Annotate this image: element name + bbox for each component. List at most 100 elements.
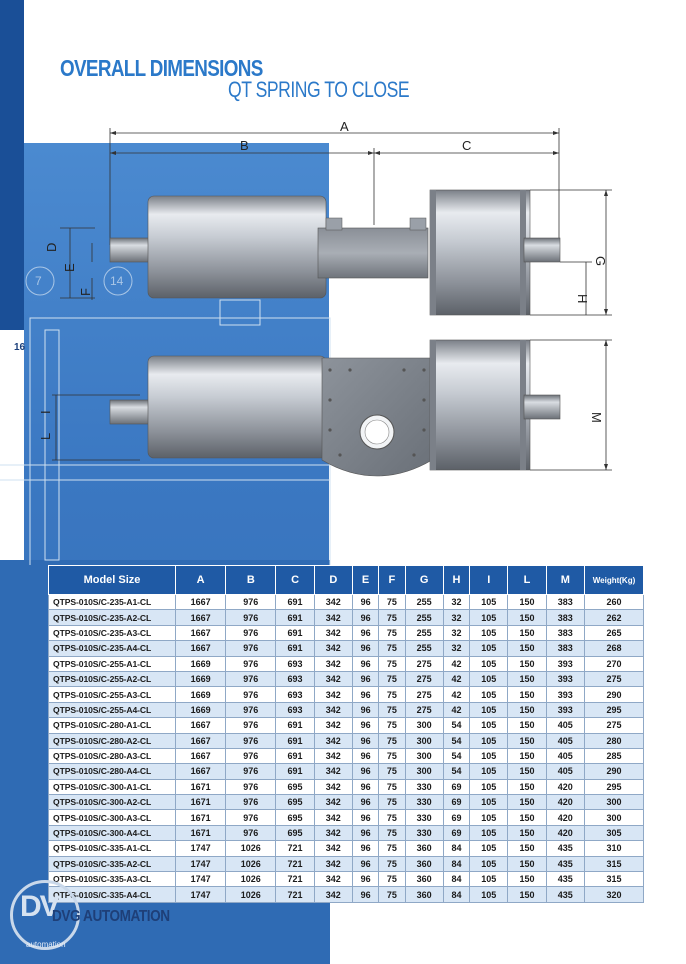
table-cell: 69 [442, 778, 471, 796]
table-cell: 54 [442, 763, 471, 780]
table-cell: 1667 [174, 609, 227, 626]
table-cell: 342 [313, 717, 353, 734]
table-cell: 693 [275, 701, 315, 719]
header-m: M [545, 565, 586, 595]
table-cell: 435 [545, 886, 586, 903]
header-h: H [442, 565, 471, 595]
table-cell: 383 [545, 640, 586, 657]
header-d: D [313, 565, 353, 595]
table-cell: 96 [351, 701, 380, 719]
table-cell: 75 [378, 609, 406, 626]
header-e: E [351, 565, 380, 595]
table-cell: 1747 [174, 855, 227, 873]
table-cell: 150 [507, 778, 547, 796]
table-cell: 1747 [174, 871, 227, 888]
table-cell: 150 [507, 593, 547, 611]
table-cell: 315 [584, 855, 644, 873]
table-cell: 105 [469, 747, 509, 765]
table-cell: 75 [378, 655, 406, 672]
table-cell: 75 [378, 886, 406, 903]
table-cell: 693 [275, 686, 315, 703]
table-cell: 255 [404, 609, 444, 626]
table-cell: 342 [313, 840, 353, 857]
table-cell: 693 [275, 655, 315, 672]
table-cell: 75 [378, 732, 406, 749]
table-cell: 295 [584, 701, 644, 719]
table-cell: 976 [225, 794, 277, 811]
table-cell: 84 [442, 840, 471, 857]
table-cell: 435 [545, 871, 586, 888]
model-size-cell: QTPS-010S/C-255-A2-CL [48, 670, 176, 688]
table-cell: 96 [351, 670, 380, 688]
dimension-arrows [110, 131, 608, 470]
table-cell: 150 [507, 763, 547, 780]
table-cell: 275 [404, 701, 444, 719]
table-cell: 691 [275, 732, 315, 749]
table-cell: 1667 [174, 640, 227, 657]
table-cell: 275 [584, 717, 644, 734]
table-cell: 691 [275, 747, 315, 765]
table-cell: 976 [225, 609, 277, 626]
table-cell: 105 [469, 871, 509, 888]
table-cell: 75 [378, 624, 406, 642]
table-cell: 342 [313, 624, 353, 642]
table-cell: 96 [351, 840, 380, 857]
table-cell: 275 [404, 655, 444, 672]
table-cell: 275 [584, 670, 644, 688]
table-cell: 96 [351, 655, 380, 672]
table-cell: 330 [404, 824, 444, 842]
table-cell: 105 [469, 686, 509, 703]
table-cell: 342 [313, 732, 353, 749]
table-cell: 275 [404, 670, 444, 688]
table-cell: 105 [469, 763, 509, 780]
table-cell: 405 [545, 763, 586, 780]
table-cell: 84 [442, 886, 471, 903]
table-cell: 96 [351, 609, 380, 626]
header-weight: Weight(Kg) [584, 565, 644, 595]
page-title: OVERALL DIMENSIONS [60, 55, 263, 81]
table-cell: 695 [275, 824, 315, 842]
table-cell: 32 [442, 624, 471, 642]
table-cell: 1669 [174, 655, 227, 672]
table-cell: 32 [442, 609, 471, 626]
table-cell: 695 [275, 809, 315, 826]
table-cell: 75 [378, 640, 406, 657]
table-cell: 150 [507, 732, 547, 749]
table-cell: 360 [404, 871, 444, 888]
table-cell: 105 [469, 840, 509, 857]
table-cell: 96 [351, 763, 380, 780]
table-cell: 105 [469, 717, 509, 734]
table-cell: 342 [313, 824, 353, 842]
table-cell: 255 [404, 624, 444, 642]
dim-label-i: I [38, 410, 53, 414]
table-cell: 150 [507, 809, 547, 826]
table-cell: 342 [313, 609, 353, 626]
table-cell: 105 [469, 778, 509, 796]
table-cell: 96 [351, 732, 380, 749]
dim-label-a: A [340, 119, 349, 134]
header-b: B [225, 565, 277, 595]
table-cell: 383 [545, 593, 586, 611]
table-cell: 75 [378, 686, 406, 703]
model-size-cell: QTPS-010S/C-335-A3-CL [48, 871, 176, 888]
table-cell: 96 [351, 624, 380, 642]
table-cell: 420 [545, 809, 586, 826]
table-cell: 42 [442, 686, 471, 703]
dim-label-m: M [589, 412, 604, 423]
table-cell: 54 [442, 732, 471, 749]
table-cell: 342 [313, 794, 353, 811]
table-cell: 976 [225, 655, 277, 672]
logo-circle [10, 880, 80, 950]
table-cell: 96 [351, 824, 380, 842]
table-cell: 330 [404, 778, 444, 796]
table-cell: 691 [275, 593, 315, 611]
table-cell: 255 [404, 640, 444, 657]
table-cell: 976 [225, 670, 277, 688]
dim-label-g: G [593, 256, 608, 266]
